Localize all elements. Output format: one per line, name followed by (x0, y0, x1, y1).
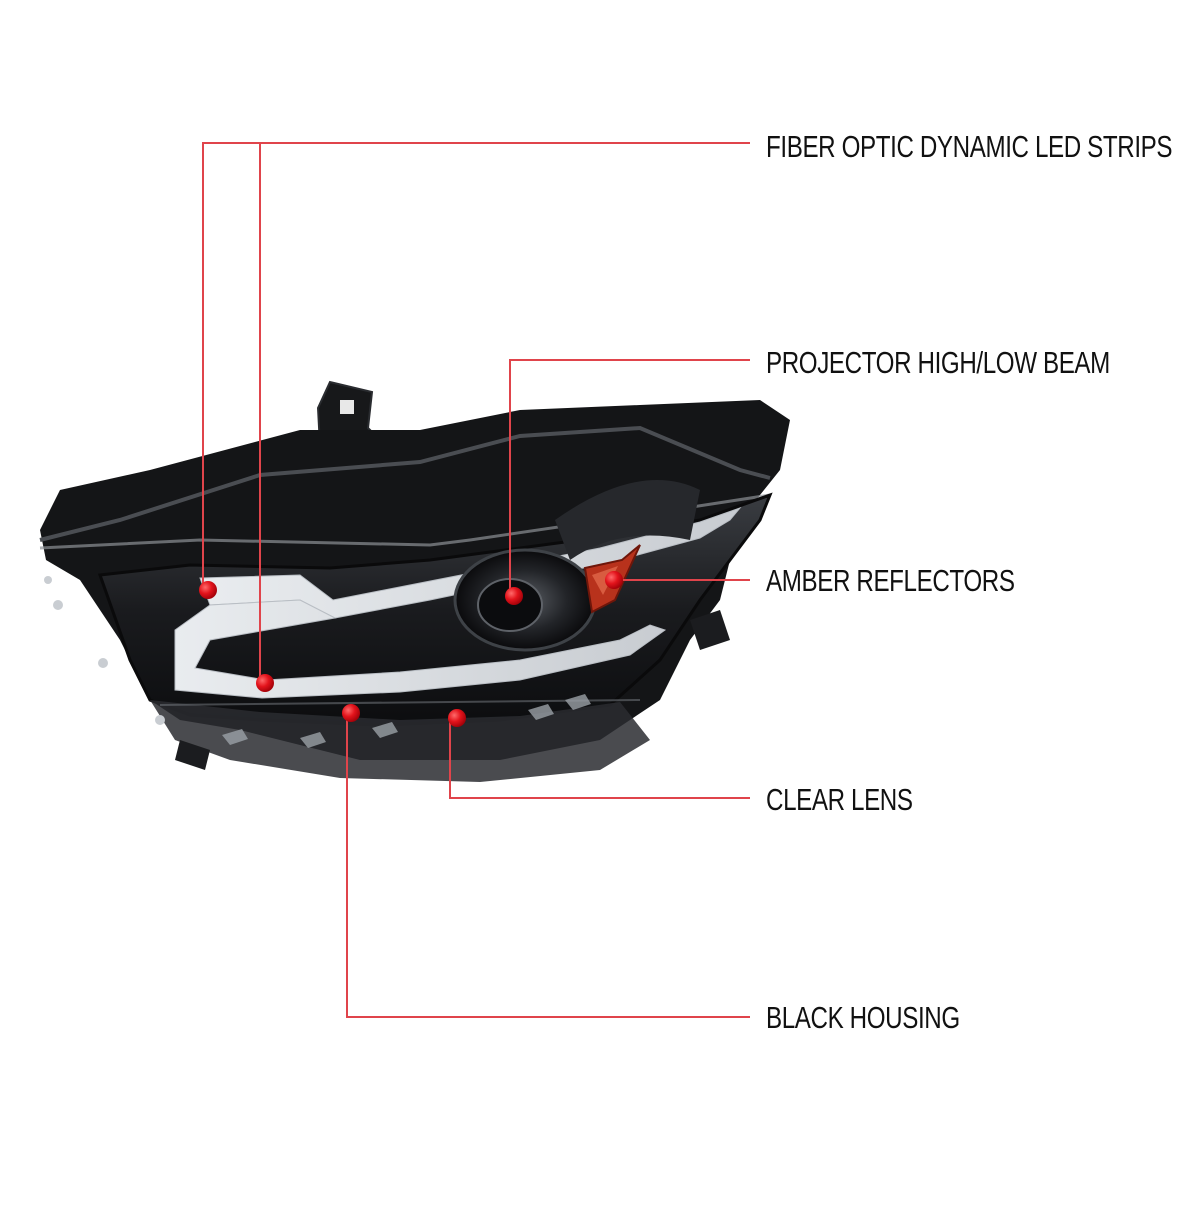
callout-line-projector (509, 359, 750, 596)
callout-line-housing (346, 713, 750, 1018)
callout-label-black-housing: BLACK HOUSING (766, 1000, 960, 1035)
callout-dot-fiber-2 (256, 674, 274, 692)
callout-dot-lens (448, 709, 466, 727)
callout-dot-projector (505, 587, 523, 605)
callout-dot-fiber-1 (199, 581, 217, 599)
callout-line-lens (449, 718, 750, 799)
headlight-housing (39, 380, 790, 782)
callout-dots (199, 571, 623, 727)
projector-lens (453, 480, 700, 652)
callout-label-fiber-optic: FIBER OPTIC DYNAMIC LED STRIPS (766, 129, 1173, 164)
callout-line-fiber-1 (202, 142, 750, 590)
callout-lines (202, 142, 750, 1018)
callout-dot-amber (605, 571, 623, 589)
callout-label-clear-lens: CLEAR LENS (766, 782, 913, 817)
callout-label-projector: PROJECTOR HIGH/LOW BEAM (766, 345, 1110, 380)
callout-dot-housing (342, 704, 360, 722)
led-strip (174, 506, 742, 699)
callout-label-amber-reflectors: AMBER REFLECTORS (766, 563, 1015, 598)
